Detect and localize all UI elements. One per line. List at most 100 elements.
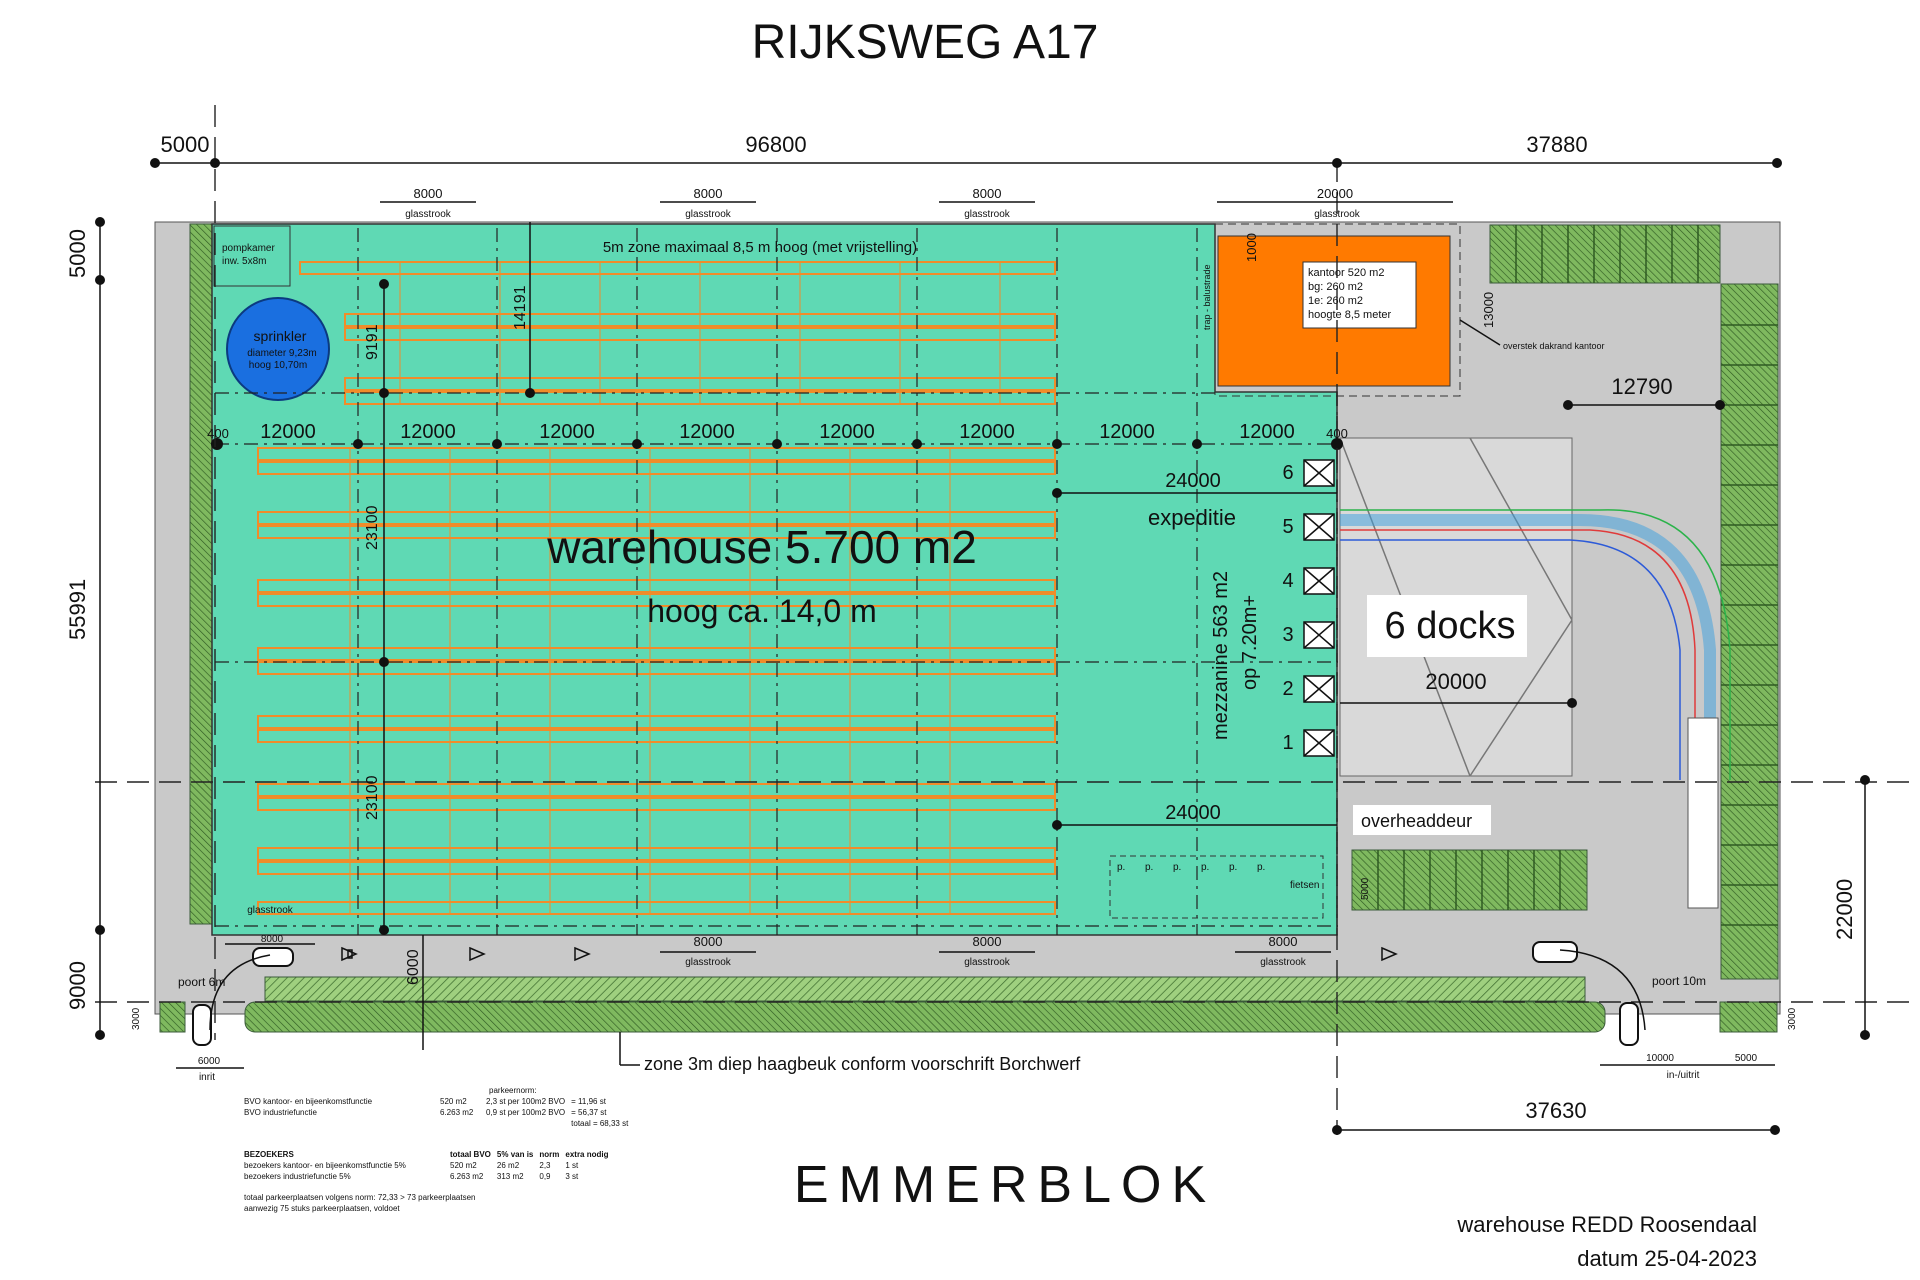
dim-bottom-37630: 37630 [1332,1098,1780,1135]
svg-text:8000: 8000 [1269,934,1298,949]
table-row: BVO industriefunctie 6.263 m2 0,9 st per… [244,1107,634,1118]
truck [1687,717,1719,909]
overheaddeur-box [1353,805,1491,835]
parking-p-labels: p. p. p. p. p. p. [1117,862,1265,873]
aanwezig-line: aanwezig 75 stuks parkeerplaatsen, voldo… [244,1204,400,1213]
dock-yard-diag-3 [1469,619,1573,777]
cell [440,1118,486,1129]
inrit-label: inrit [199,1072,215,1083]
dim-3000-left: 3000 [131,1007,142,1030]
docks-label-box [1367,595,1527,657]
dim-right-22000: 22000 [1832,775,1870,1040]
dock-yard-diag-2 [1469,437,1573,621]
svg-text:p.: p. [1201,862,1209,873]
bike-parking-area [1109,855,1324,919]
svg-text:37880: 37880 [1526,132,1587,157]
footer-project: warehouse REDD Roosendaal [1456,1212,1757,1237]
pump-room-label: pompkamer [222,243,275,254]
cell: 2,3 st per 100m2 BVO [486,1097,566,1106]
svg-text:12000: 12000 [539,421,595,443]
truck-path-1 [1340,514,1716,780]
pump-room-size: inw. 5x8m [222,256,266,267]
cell: norm [539,1150,560,1159]
dim-docks-20000: 20000 [1425,669,1486,694]
svg-text:12000: 12000 [260,421,316,443]
table-row: BVO kantoor- en bijeenkomstfunctie 520 m… [244,1096,634,1107]
svg-text:55991: 55991 [65,579,90,640]
dim-bottom-24000: 24000 [1165,802,1221,824]
overheaddeur-label: overheaddeur [1361,811,1472,831]
svg-text:9000: 9000 [65,961,90,1010]
inuitrit-label: in-/uitrit [1667,1070,1700,1081]
svg-text:400: 400 [1326,426,1348,441]
cell: 1 st [565,1161,579,1170]
gate-6m-label: poort 6m [178,975,225,989]
parking-right-column [1720,283,1779,980]
parkeernorm-rows: BVO kantoor- en bijeenkomstfunctie 520 m… [244,1096,634,1129]
sprinkler-diameter: diameter 9,23m [247,348,316,359]
dim-uitrit-5000: 5000 [1735,1053,1758,1064]
dim-top: 5000 96800 37880 [150,132,1782,168]
dim-1000-office: 1000 [1244,233,1259,262]
haagbeuk-label: zone 3m diep haagbeuk conform voorschrif… [644,1054,1081,1074]
car-4 [1619,1002,1639,1046]
glasstrook-bottom: 8000 glasstrook 8000 glasstrook 8000 glasst… [225,905,1331,968]
cell [486,1118,571,1129]
svg-text:8000: 8000 [414,186,443,201]
expeditie-label: expeditie [1148,505,1236,530]
svg-text:8000: 8000 [694,934,723,949]
footer-date: datum 25-04-2023 [1577,1246,1757,1271]
dim-expeditie-24000: 24000 [1165,470,1221,492]
dim-gate-6000: 6000 [405,949,422,985]
cell: 3 st [565,1172,579,1181]
cell: bezoekers kantoor- en bijeenkomstfunctie… [244,1161,406,1170]
dock-number-3: 3 [1282,624,1293,646]
table-row: totaal = 68,33 st [244,1118,634,1129]
sprinkler-label: sprinkler [254,328,307,344]
car-1 [252,947,294,967]
svg-text:glasstrook: glasstrook [247,905,294,916]
cell: 313 m2 [496,1172,524,1181]
svg-text:12000: 12000 [679,421,735,443]
sprinkler-tank [226,297,330,401]
sprinkler-height: hoog 10,70m [249,360,307,371]
docks-label: 6 docks [1385,605,1516,647]
svg-text:glasstrook: glasstrook [685,209,732,220]
hedge-zone-left [159,1001,186,1033]
direction-arrows [341,946,1398,962]
table-row: bezoekers industriefunctie 5% 6.263 m2 3… [244,1171,615,1182]
svg-text:8000: 8000 [973,934,1002,949]
svg-text:glasstrook: glasstrook [964,209,1011,220]
cell: BEZOEKERS [244,1150,294,1159]
mezzanine-height: op 7.20m+ [1239,595,1261,690]
route-arc-right [1559,949,1646,1031]
parkeernorm-title: parkeernorm: [489,1086,537,1095]
svg-text:8000: 8000 [973,186,1002,201]
office-label: kantoor 520 m2 [1308,267,1384,279]
parking-bottom-mid [1351,849,1588,911]
cell: 5% van is [496,1150,534,1159]
svg-text:22000: 22000 [1832,879,1857,940]
car-3 [1532,941,1578,963]
cell: = 11,96 st [571,1097,606,1106]
svg-text:glasstrook: glasstrook [1260,957,1307,968]
svg-text:12000: 12000 [1099,421,1155,443]
cell: 6.263 m2 [450,1172,484,1181]
office-bg: bg: 260 m2 [1308,281,1363,293]
dim-5000-bikes: 5000 [1360,877,1371,900]
road-bottom-title: EMMERBLOK [794,1156,1216,1214]
svg-text:12000: 12000 [1239,421,1295,443]
office-height: hoogte 8,5 meter [1308,309,1392,321]
bezoekers-table: BEZOEKERS totaal BVO 5% van is norm extr… [244,1149,615,1182]
svg-text:p.: p. [1229,862,1237,873]
dim-12790: 12790 [1563,374,1725,410]
warehouse-area: warehouse 5.700 m2 [546,521,977,573]
dim-col-9191: 9191 [364,324,381,360]
totaal-line: totaal parkeerplaatsen volgens norm: 72,… [244,1193,476,1202]
cell: = 56,37 st [571,1108,607,1117]
dim-13000: 13000 [1481,292,1496,328]
cell: extra nodig [565,1150,609,1159]
trap-label: trap - balustrade [1202,264,1212,330]
svg-text:glasstrook: glasstrook [964,957,1011,968]
route-arc-left [209,954,271,1031]
